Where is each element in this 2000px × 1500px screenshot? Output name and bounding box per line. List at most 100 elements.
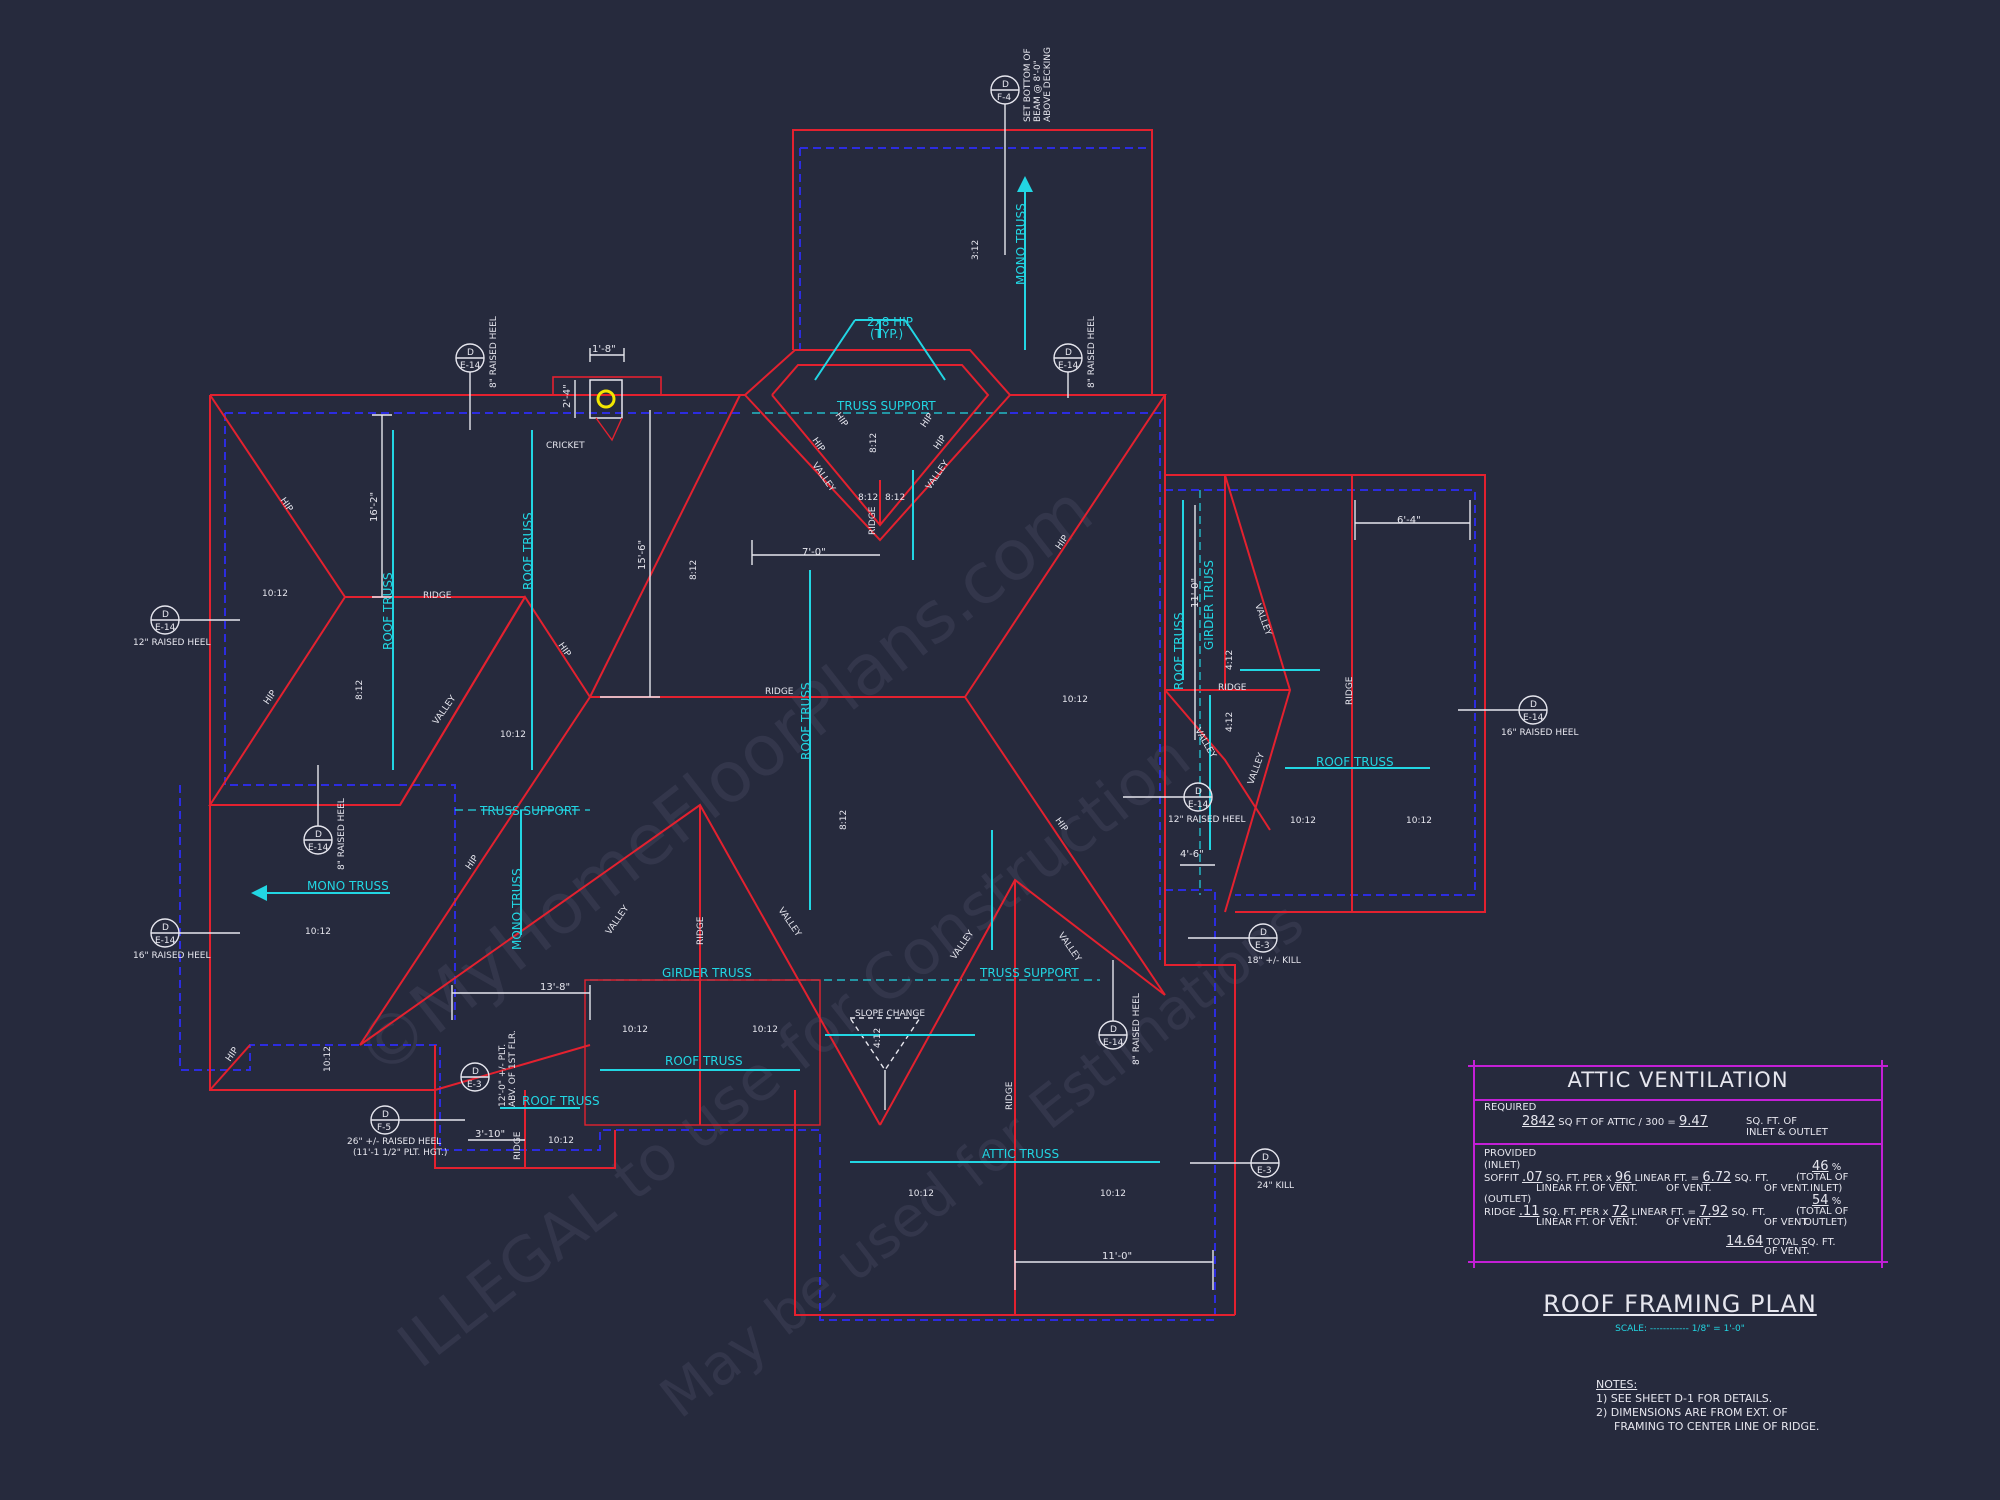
detail-tag-8in-b: D E-14 8" RAISED HEEL: [1053, 316, 1097, 398]
svg-text:E-14: E-14: [1058, 361, 1079, 371]
hip-label: HIP: [833, 411, 850, 429]
note-1: 1) SEE SHEET D-1 FOR DETAILS.: [1596, 1392, 1773, 1405]
hip-label: HIP: [932, 433, 949, 451]
svg-text:11'-0": 11'-0": [1190, 578, 1201, 608]
pitch-label: 8:12: [858, 493, 878, 503]
hip-label: HIP: [278, 496, 295, 514]
svg-text:BEAM @ 8'-0": BEAM @ 8'-0": [1033, 60, 1043, 122]
svg-text:26" +/- RAISED HEEL: 26" +/- RAISED HEEL: [347, 1137, 441, 1147]
svg-text:E-14: E-14: [1523, 713, 1544, 723]
valley-label: VALLEY: [776, 906, 803, 939]
svg-text:2'-4": 2'-4": [562, 384, 573, 408]
pitch-label: 10:12: [323, 1046, 333, 1072]
attic-ventilation-frame: [1468, 1060, 1888, 1268]
dimension-text: 1'-8" 2'-4" 16'-2" 15'-6" 7'-0" 11'-0" 6…: [369, 344, 1421, 1262]
pitch-label: 8:12: [869, 433, 879, 453]
svg-text:D: D: [1195, 787, 1202, 797]
pitch-label: 4:12: [1225, 712, 1235, 732]
hip-label: HIP: [919, 411, 936, 429]
pitch-label: 10:12: [1290, 816, 1316, 826]
valley-label: VALLEY: [1192, 727, 1217, 761]
svg-text:D: D: [315, 830, 322, 840]
svg-text:(11'-1 1/2" PLT. HGT.): (11'-1 1/2" PLT. HGT.): [353, 1148, 447, 1158]
valley-label: VALLEY: [924, 459, 951, 492]
ridge-linear-ft: 72: [1611, 1204, 1629, 1219]
ridge-per-ft: .11: [1518, 1204, 1540, 1219]
svg-text:D: D: [1065, 348, 1072, 358]
svg-text:D: D: [382, 1110, 389, 1120]
svg-text:ABOVE DECKING: ABOVE DECKING: [1043, 47, 1053, 122]
ridge-label: RIDGE: [765, 687, 794, 697]
pitch-label: 4:12: [1225, 650, 1235, 670]
svg-text:E-14: E-14: [1103, 1038, 1124, 1048]
svg-text:16" RAISED HEEL: 16" RAISED HEEL: [1501, 728, 1579, 738]
svg-text:24" KILL: 24" KILL: [1257, 1181, 1294, 1191]
svg-text:D: D: [162, 923, 169, 933]
ridge-label: RIDGE: [423, 591, 452, 601]
svg-text:13'-8": 13'-8": [540, 982, 570, 993]
girder-truss-label: GIRDER TRUSS: [1202, 560, 1216, 650]
mono-truss-label: MONO TRUSS: [1014, 203, 1028, 285]
grand-total: 14.64: [1726, 1234, 1764, 1249]
required-total: 9.47: [1678, 1114, 1708, 1129]
hip-typ-label: 2x8 HIP: [867, 315, 913, 329]
svg-text:D: D: [1530, 700, 1537, 710]
valley-label: VALLEY: [810, 461, 837, 494]
pitch-label: 8:12: [839, 810, 849, 830]
ridge-total: 7.92: [1699, 1204, 1729, 1219]
detail-tag-raised-26: D F-5 26" +/- RAISED HEEL (11'-1 1/2" PL…: [347, 1105, 465, 1158]
pitch-label: 8:12: [355, 680, 365, 700]
roof-truss-label: ROOF TRUSS: [521, 512, 535, 590]
pitch-label: 10:12: [622, 1025, 648, 1035]
required-label: REQUIRED: [1484, 1102, 1537, 1113]
slope-change-label: SLOPE CHANGE: [855, 1009, 925, 1019]
svg-text:8" RAISED HEEL: 8" RAISED HEEL: [1132, 993, 1142, 1065]
soffit-per-ft: .07: [1521, 1170, 1543, 1185]
detail-tag-8in-d: D E-14 8" RAISED HEEL: [1098, 960, 1142, 1065]
mono-truss-label: MONO TRUSS: [307, 879, 389, 893]
svg-text:E-14: E-14: [155, 936, 176, 946]
ridge-label: RIDGE: [696, 916, 706, 945]
roof-truss-label: ROOF TRUSS: [381, 572, 395, 650]
svg-text:E-14: E-14: [155, 623, 176, 633]
valley-label: VALLEY: [1056, 931, 1083, 964]
hip-label: HIP: [464, 853, 481, 871]
hip-typ-label: (TYP.): [870, 327, 903, 341]
drawing-scale: SCALE: ------------ 1/8" = 1'-0": [1615, 1324, 1745, 1334]
detail-tag-16in-left: D E-14 16" RAISED HEEL: [133, 918, 240, 961]
attic-ventilation-table: ATTIC VENTILATION REQUIRED 2842 SQ FT OF…: [1474, 1066, 1882, 1266]
detail-tag-8in-a: D E-14 8" RAISED HEEL: [455, 316, 499, 430]
detail-tag-plt: D E-3 12'-0" +/- PLT. ABV. OF 1ST FLR.: [460, 1030, 518, 1107]
hip-label: HIP: [224, 1045, 241, 1063]
pitch-label: 10:12: [752, 1025, 778, 1035]
pitch-label: 10:12: [1100, 1189, 1126, 1199]
ridge-label: RIDGE: [513, 1131, 523, 1160]
svg-text:16" RAISED HEEL: 16" RAISED HEEL: [133, 951, 211, 961]
svg-text:8" RAISED HEEL: 8" RAISED HEEL: [337, 798, 347, 870]
svg-text:E-14: E-14: [460, 361, 481, 371]
svg-text:11'-0": 11'-0": [1102, 1251, 1132, 1262]
svg-text:E-3: E-3: [1255, 941, 1270, 951]
pitch-label: 10:12: [262, 589, 288, 599]
detail-tag-kill-24: D E-3 24" KILL: [1190, 1148, 1294, 1191]
detail-tag-kill-18: D E-3 18" +/- KILL: [1188, 923, 1301, 966]
svg-text:F-5: F-5: [377, 1123, 391, 1133]
attic-ventilation-title: ATTIC VENTILATION: [1567, 1068, 1789, 1092]
svg-text:1'-8": 1'-8": [592, 344, 616, 355]
note-2-cont: FRAMING TO CENTER LINE OF RIDGE.: [1614, 1420, 1820, 1433]
svg-text:E-14: E-14: [1188, 800, 1209, 810]
svg-text:D: D: [472, 1067, 479, 1077]
svg-text:15'-6": 15'-6": [637, 540, 648, 570]
svg-text:D: D: [1002, 80, 1009, 90]
roof-truss-label: ROOF TRUSS: [1172, 612, 1186, 690]
ridge-label: RIDGE: [1345, 676, 1355, 705]
roof-truss-label: ROOF TRUSS: [1316, 755, 1394, 769]
detail-tags: D F-4 SET BOTTOM OF BEAM @ 8'-0" ABOVE D…: [133, 47, 1579, 1191]
svg-text:6'-4": 6'-4": [1397, 515, 1421, 526]
svg-text:12" RAISED HEEL: 12" RAISED HEEL: [133, 638, 211, 648]
svg-text:12'-0" +/- PLT.: 12'-0" +/- PLT.: [498, 1044, 508, 1107]
svg-text:12" RAISED HEEL: 12" RAISED HEEL: [1168, 815, 1246, 825]
pitch-label: 10:12: [1062, 695, 1088, 705]
truss-direction-arrows: [251, 176, 1430, 1163]
